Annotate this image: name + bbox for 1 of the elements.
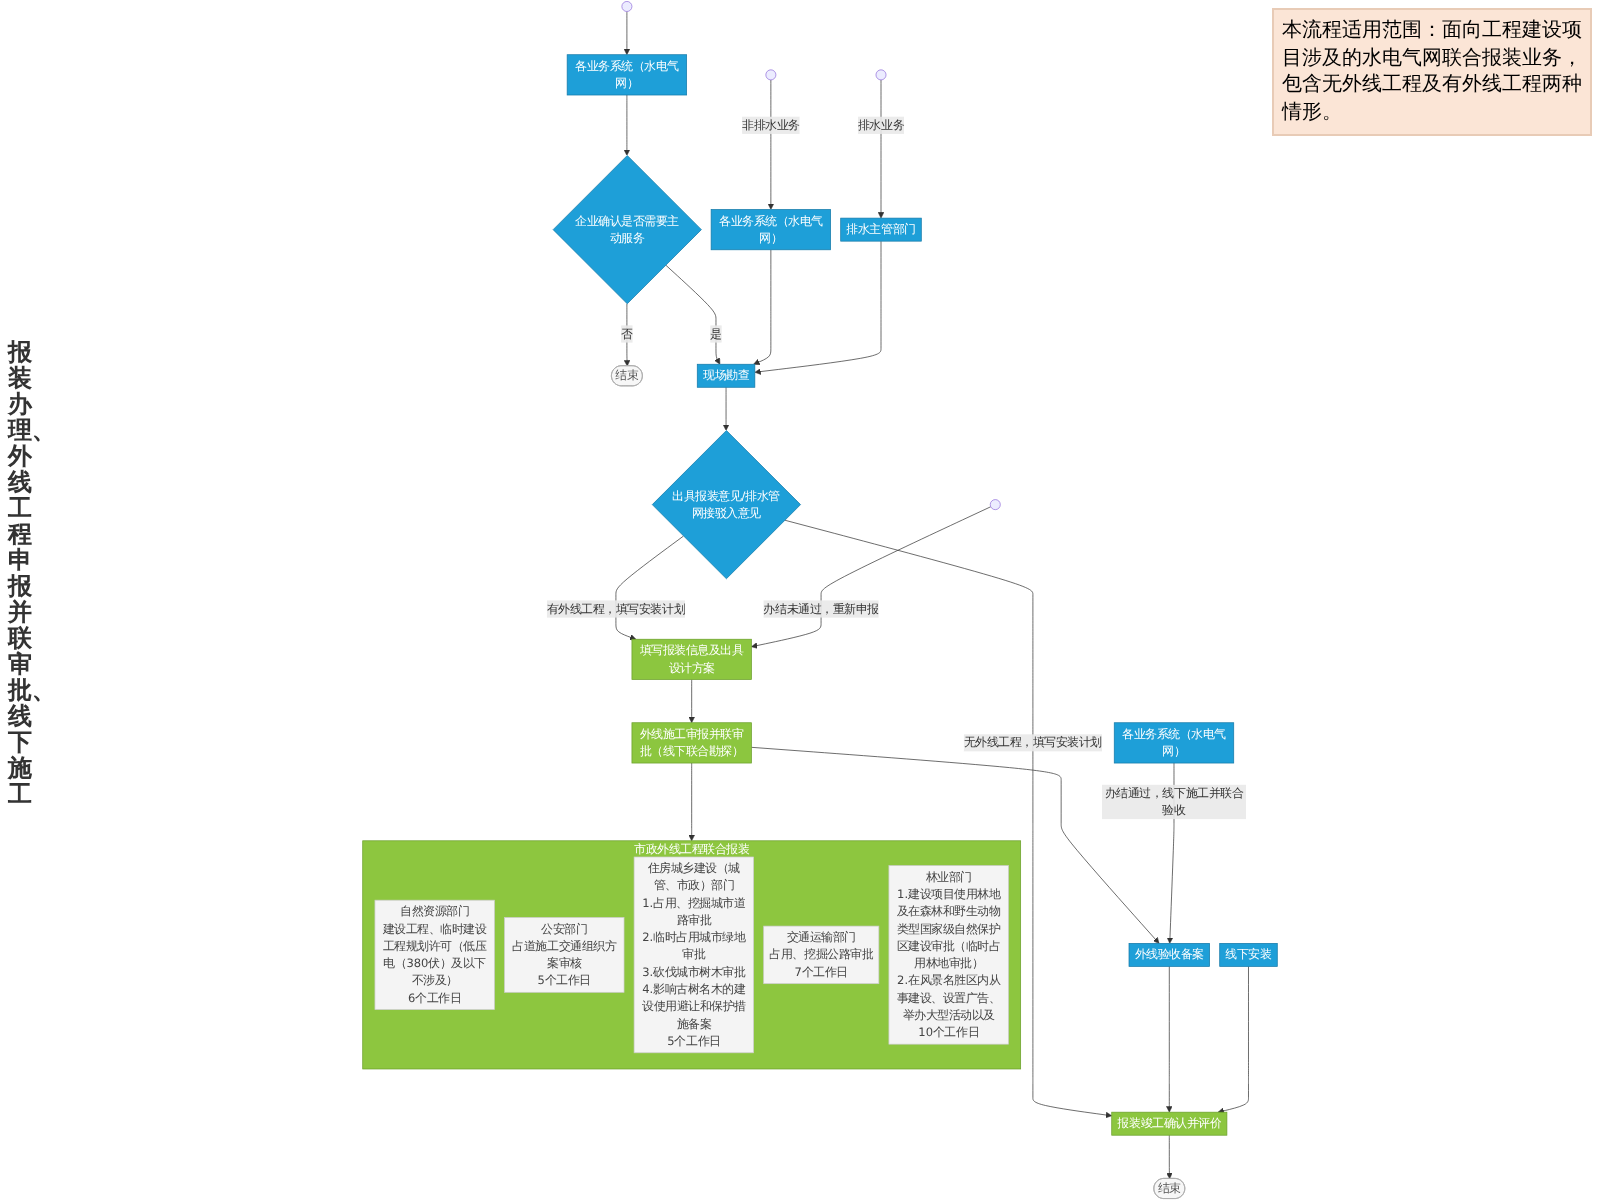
scope-note: 本流程适用范围：面向工程建设项目涉及的水电气网联合报装业务，包含无外线工程及有外线工程两种情形。 xyxy=(1272,8,1592,136)
